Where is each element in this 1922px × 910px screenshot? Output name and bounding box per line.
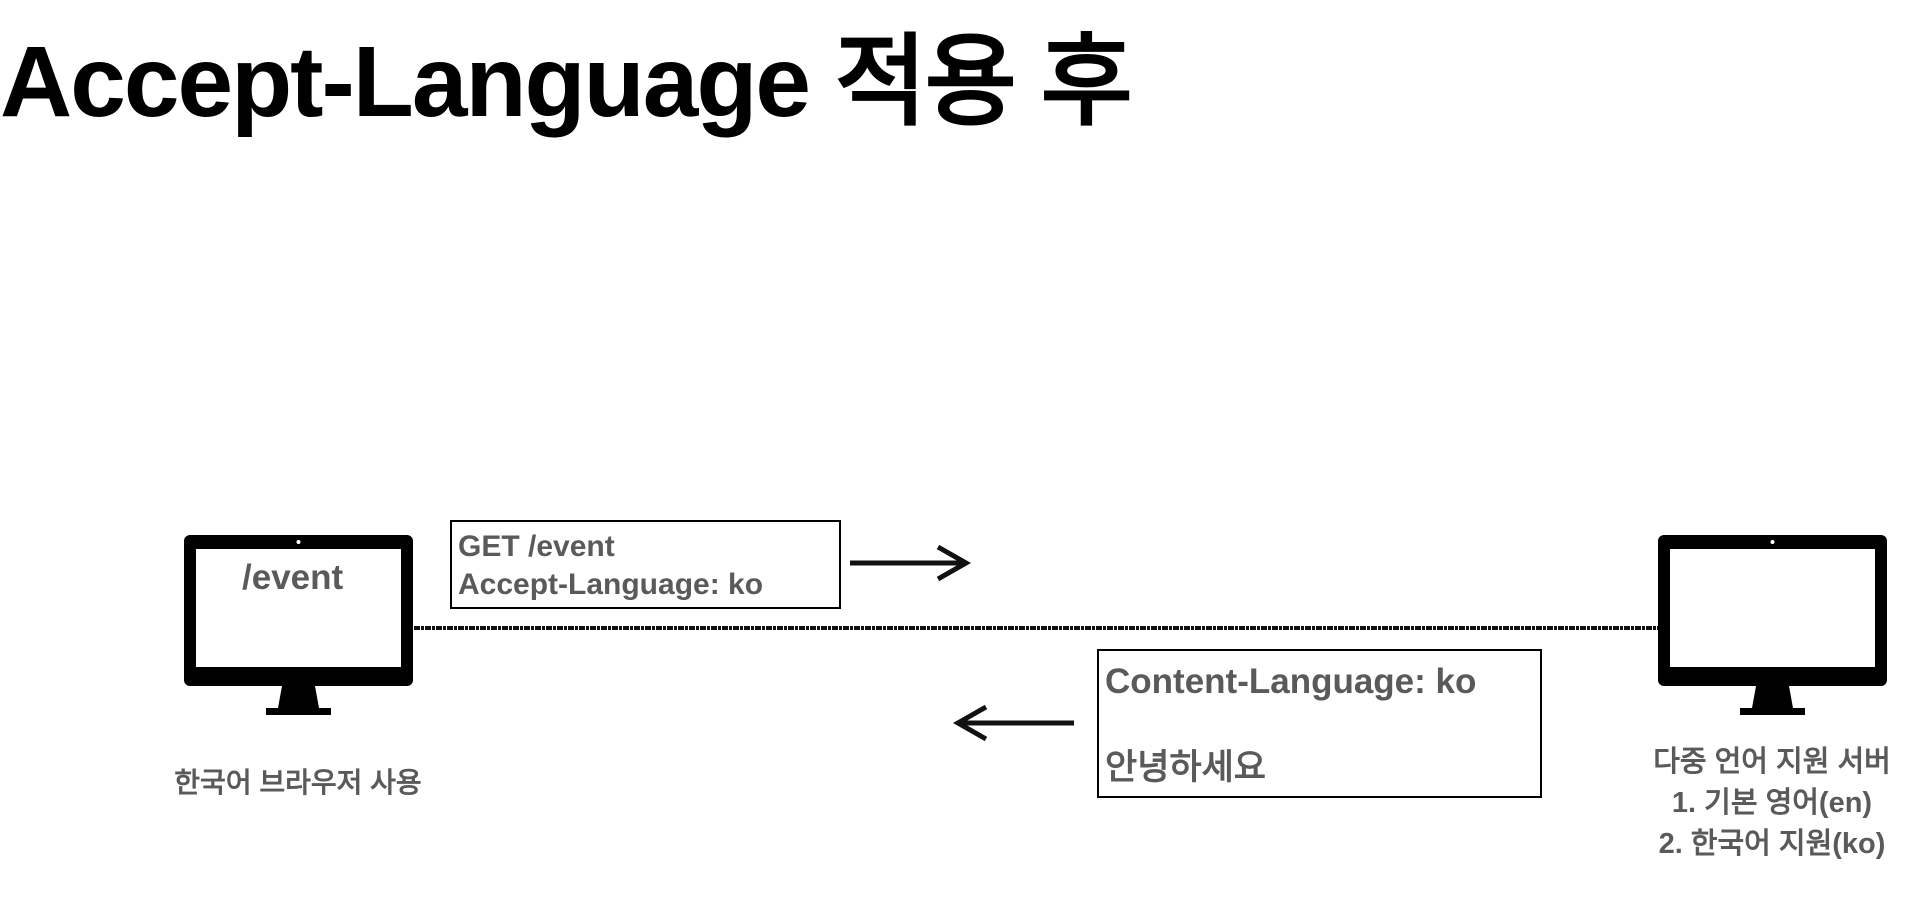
request-arrow-icon xyxy=(850,544,972,582)
request-line: GET /event xyxy=(458,530,615,563)
slide-title: Accept-Language 적용 후 xyxy=(0,26,1133,138)
response-body: 안녕하세요 xyxy=(1105,748,1267,787)
server-caption-line: 2. 한국어 지원(ko) xyxy=(1658,828,1886,860)
server-caption: 다중 언어 지원 서버 1. 기본 영어(en) 2. 한국어 지원(ko) xyxy=(1622,742,1922,865)
request-header: Accept-Language: ko xyxy=(458,568,764,601)
client-caption: 한국어 브라우저 사용 xyxy=(174,767,422,798)
response-header: Content-Language: ko xyxy=(1105,662,1477,701)
client-screen-url: /event xyxy=(242,558,344,597)
client-monitor-icon xyxy=(184,535,413,715)
server-caption-line: 1. 기본 영어(en) xyxy=(1671,787,1873,819)
response-box: Content-Language: ko 안녕하세요 xyxy=(1097,649,1542,798)
server-monitor-icon xyxy=(1658,535,1887,715)
response-arrow-icon xyxy=(952,704,1074,742)
request-box: GET /event Accept-Language: ko xyxy=(450,520,841,609)
server-caption-line: 다중 언어 지원 서버 xyxy=(1653,746,1891,778)
